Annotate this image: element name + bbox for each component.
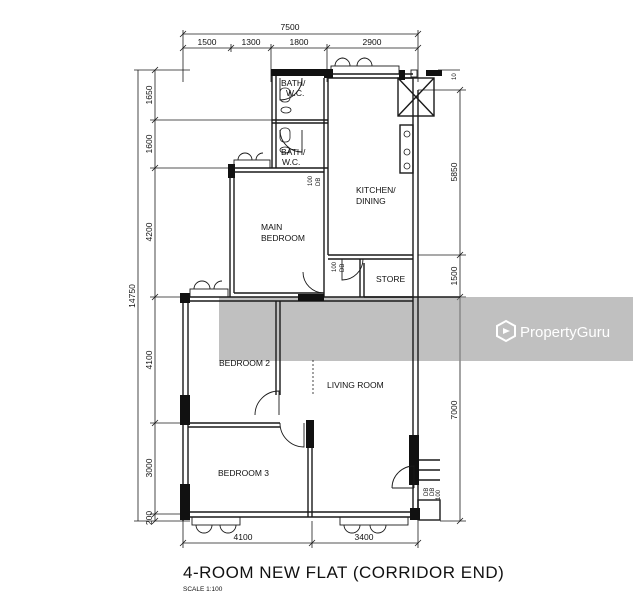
dim-bottom-2: 3400 — [355, 532, 374, 542]
dim-right-1: 5850 — [449, 162, 459, 181]
dim-right-2: 1500 — [449, 266, 459, 285]
main-bedroom-label-line2: BEDROOM — [261, 233, 305, 243]
room-labels: BATH/ W.C. BATH/ W.C. KITCHEN/ DINING MA… — [218, 78, 405, 478]
watermark: PropertyGuru — [496, 319, 610, 343]
bath1-label-line1: BATH/ — [281, 78, 306, 88]
dim-left-2: 1600 — [144, 134, 154, 153]
dim-bottom-1: 4100 — [234, 532, 253, 542]
plan-title: 4-ROOM NEW FLAT (CORRIDOR END) — [183, 563, 504, 582]
bath1-label-line2: W.C. — [286, 88, 304, 98]
tag-8: 100 — [436, 489, 442, 500]
dim-left-5: 3000 — [144, 458, 154, 477]
dimension-labels: 7500 1500 1300 1800 2900 4100 3400 14750… — [127, 22, 459, 542]
tag-3: 100 — [332, 261, 338, 272]
dim-top-total: 7500 — [281, 22, 300, 32]
dim-left-4: 4100 — [144, 350, 154, 369]
watermark-text: PropertyGuru — [520, 324, 610, 341]
dim-top-3: 1800 — [290, 37, 309, 47]
main-bedroom-label-line1: MAIN — [261, 222, 282, 232]
bedroom3-label: BEDROOM 3 — [218, 468, 269, 478]
tag-1: 100 — [308, 175, 314, 186]
bath2-label-line2: W.C. — [282, 157, 300, 167]
tag-2: DB — [316, 178, 322, 186]
bedroom2-label: BEDROOM 2 — [219, 358, 270, 368]
tag-6: DB — [424, 488, 430, 496]
tag-4: DB — [340, 264, 346, 272]
store-label: STORE — [376, 274, 405, 284]
dim-top-2: 1300 — [242, 37, 261, 47]
plan-scale: SCALE 1:100 — [183, 586, 223, 593]
dim-top-1: 1500 — [198, 37, 217, 47]
dim-top-4: 2900 — [363, 37, 382, 47]
dim-left-6: 200 — [144, 511, 154, 525]
bath2-label-line1: BATH/ — [281, 147, 306, 157]
kitchen-label-line1: KITCHEN/ — [356, 185, 396, 195]
dim-left-total: 14750 — [127, 284, 137, 308]
kitchen-label-line2: DINING — [356, 196, 386, 206]
thick-walls — [180, 69, 442, 520]
dim-left-3: 4200 — [144, 222, 154, 241]
tag-7: DB — [430, 488, 436, 496]
propertyguru-logo-icon — [496, 319, 516, 343]
watermark-band — [219, 297, 633, 361]
small-tags: 100 DB 100 DB 10 DB DB 100 — [308, 73, 458, 500]
bath-fixtures — [275, 80, 411, 395]
dim-right-3: 7000 — [449, 400, 459, 419]
tag-5: 10 — [452, 73, 458, 80]
living-room-label: LIVING ROOM — [327, 380, 384, 390]
door-swings — [254, 77, 415, 489]
dim-left-1: 1650 — [144, 85, 154, 104]
windows — [189, 57, 418, 534]
